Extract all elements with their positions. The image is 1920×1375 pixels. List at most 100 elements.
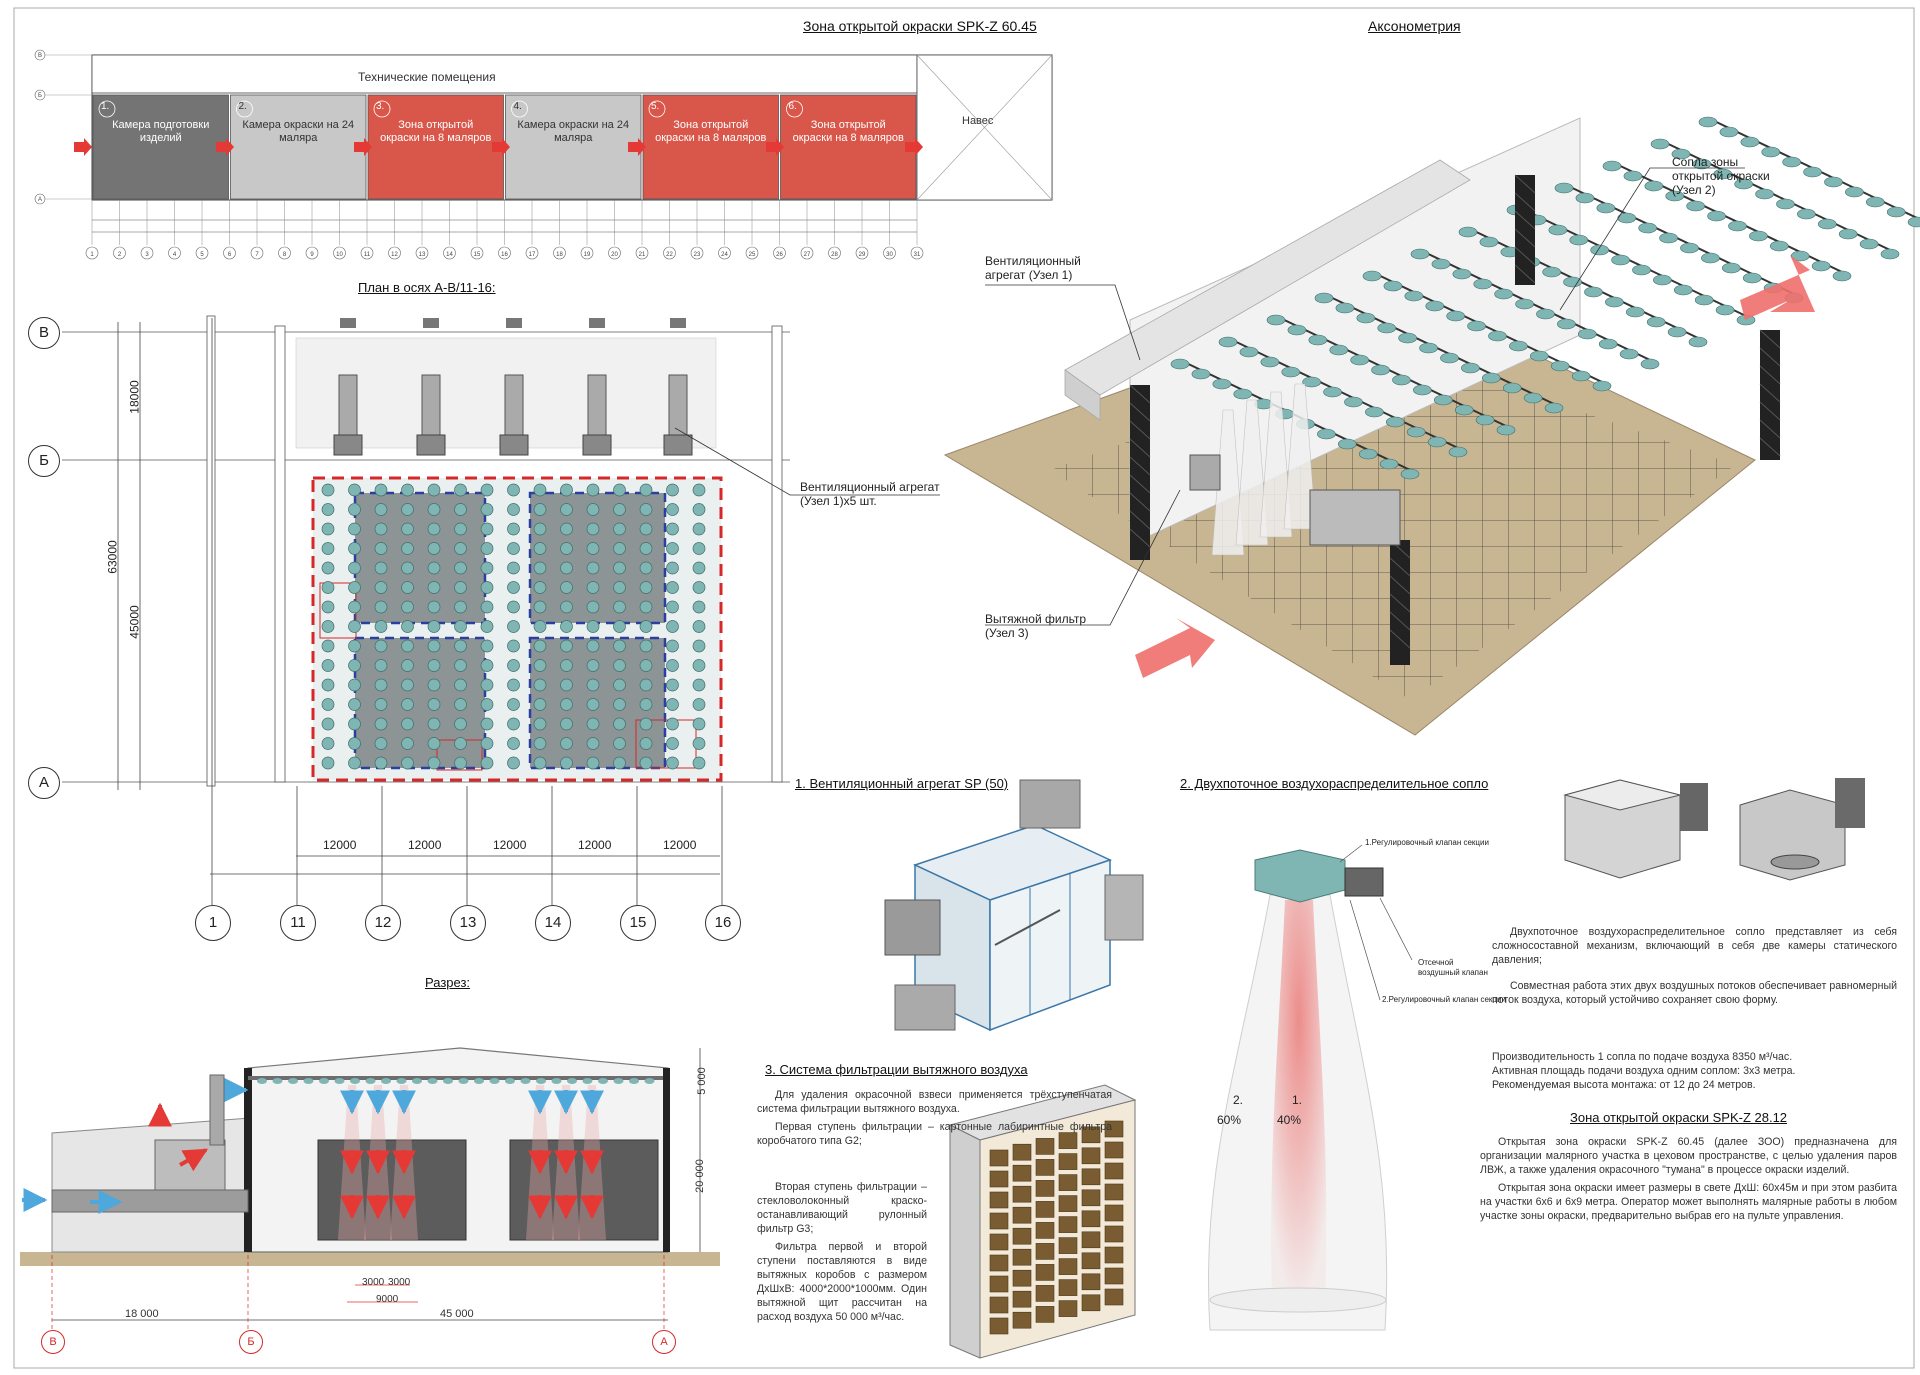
plan-nozzle <box>454 522 467 536</box>
nozzle-inner-beam <box>1271 900 1327 1300</box>
plan-nozzle <box>586 620 600 633</box>
nozzle-view-1-valve <box>1680 783 1708 831</box>
plan-nozzle <box>560 756 573 770</box>
axon-nozzle <box>1611 254 1630 266</box>
axon-nozzle <box>1797 208 1816 220</box>
plan-nozzle <box>374 620 388 633</box>
plan-nozzle <box>480 620 494 633</box>
strip-axis-marker <box>773 246 786 260</box>
axon-nozzle <box>1452 268 1472 280</box>
strip-cell-label: Зона открытой окраски на 8 маляров <box>792 119 904 144</box>
plan-nozzle <box>586 542 600 555</box>
filter-cell <box>1058 1258 1078 1275</box>
plan-nozzle <box>507 522 520 536</box>
plan-nozzle <box>507 678 520 692</box>
axon-nozzle <box>1494 288 1513 300</box>
plan-nozzle <box>427 620 441 633</box>
axon-nozzle <box>1665 190 1685 202</box>
plan-nozzle <box>692 639 706 653</box>
strip-cell-label: Камера подготовки изделий <box>112 119 210 144</box>
strip-row-letter: В <box>38 53 42 59</box>
axon-nozzle <box>1817 218 1837 230</box>
plan-nozzle <box>480 542 494 555</box>
plan-nozzle <box>666 483 679 497</box>
plan-nozzle <box>348 698 361 711</box>
axon-air-cone <box>1235 399 1269 546</box>
strip-axis-number: 12 <box>391 252 398 258</box>
axon-callout-filter: Вытяжной фильтр (Узел 3) <box>985 612 1087 640</box>
plan-wall-col1 <box>206 315 216 787</box>
strip-axis-number: 5 <box>200 252 204 258</box>
strip-axis-marker <box>223 246 236 260</box>
plan-nozzle <box>480 600 494 614</box>
axon-column-brace <box>1389 575 1411 595</box>
axon-nozzle <box>1803 166 1822 178</box>
axon-column-brace <box>1389 629 1411 649</box>
strip-axis-number: 29 <box>859 252 866 258</box>
plan-vent-roof-cap <box>423 318 439 328</box>
plan-column-label: 12 <box>365 905 401 941</box>
plan-nozzle <box>348 600 361 614</box>
axon-nozzle <box>1719 126 1739 138</box>
section-exhaust-arrow <box>179 1148 209 1172</box>
plan-nozzle <box>454 600 467 614</box>
axon-nozzle <box>1811 260 1831 272</box>
plan-nozzle <box>401 698 414 711</box>
axon-nozzle <box>1496 424 1516 436</box>
plan-nozzle <box>533 717 547 731</box>
plan-vent-outlet <box>416 434 446 456</box>
nozzle-leader-3 <box>1349 899 1381 1001</box>
plan-nozzle <box>639 503 653 516</box>
strip-axis-number: 22 <box>666 252 673 258</box>
plan-row-label-b: Б <box>28 445 60 477</box>
axon-nozzle <box>1335 302 1355 314</box>
axon-nozzle <box>1605 296 1624 308</box>
axon-nozzle <box>1776 198 1795 210</box>
axon-nozzle <box>1266 314 1286 326</box>
strip-cell-3 <box>367 94 504 200</box>
strip-cells <box>92 94 917 200</box>
strip-axis-marker <box>443 246 456 260</box>
filtration-para-3: Вторая ступень фильтрации – стекловолоко… <box>757 1181 927 1235</box>
axon-column-brace <box>1759 329 1781 349</box>
strip-axis-marker <box>745 246 759 260</box>
zone-para-2: Открытая зона окраски имеет размеры в св… <box>1480 1182 1897 1222</box>
strip-cell-label: Камера окраски на 24 маляра <box>242 119 355 144</box>
plan-vent-outlet <box>333 434 363 456</box>
plan-dim-h-1: 12000 <box>323 838 357 852</box>
section-dim-3000b: 3000 <box>388 1277 411 1288</box>
filter-cells <box>989 1120 1124 1335</box>
axon-nozzle <box>1550 360 1570 372</box>
strip-axis-number: 8 <box>283 252 287 258</box>
axon-nozzle <box>1233 388 1253 400</box>
strip-flow-arrow <box>74 138 92 156</box>
plan-nozzle <box>613 737 626 750</box>
plan-row-a-text: А <box>38 774 49 791</box>
plan-nozzle <box>480 581 494 594</box>
plan-nozzle <box>374 542 388 555</box>
filter-cell <box>1104 1162 1124 1180</box>
plan-nozzle <box>533 581 547 594</box>
axon-nozzle <box>1632 264 1651 276</box>
strip-axis-marker <box>690 246 704 260</box>
axon-nozzle <box>1701 252 1720 264</box>
plan-vent-outlet <box>582 434 612 456</box>
filter-cell <box>989 1275 1009 1293</box>
axon-nozzle <box>1742 272 1762 284</box>
strip-axis-marker <box>415 246 429 260</box>
axon-nozzle <box>1694 294 1714 306</box>
strip-cell-1 <box>92 94 229 200</box>
plan-nozzle <box>401 717 414 731</box>
filter-cell <box>1104 1204 1124 1222</box>
axon-nozzle <box>1404 290 1424 302</box>
strip-flow-arrow <box>354 138 372 156</box>
axon-nozzle <box>1523 392 1543 404</box>
section-nozzle <box>644 1078 655 1084</box>
zone2812-title: Зона открытой окраски SPK-Z 28.12 <box>1570 1110 1788 1125</box>
nozzle-spec-2: Активная площадь подачи воздуха одним со… <box>1492 1065 1796 1077</box>
plan-nozzle <box>613 561 626 575</box>
plan-nozzle <box>533 561 547 575</box>
axon-nozzle <box>1383 280 1403 292</box>
